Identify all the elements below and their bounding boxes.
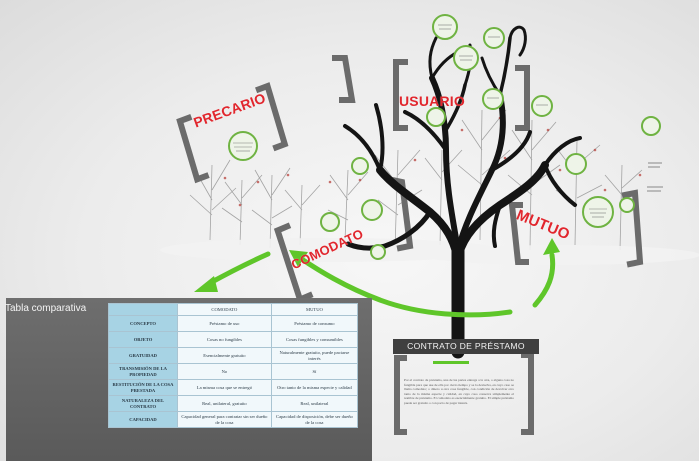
table-cell: Esencialmente gratuito <box>177 347 272 364</box>
contrato-body: Por el contrato de préstamo, una de las … <box>404 378 514 405</box>
black-tree <box>343 25 582 359</box>
table-cell: Otro tanto de la misma especie y calidad <box>270 379 359 396</box>
contrato-subtitle-bar <box>433 361 469 364</box>
contrato-title[interactable]: CONTRATO DE PRÉSTAMO <box>393 339 539 354</box>
table-cell: Cosas no fungibles <box>177 331 272 348</box>
table-cell: Real, unilateral, gratuito <box>177 395 272 412</box>
snow-ground <box>160 238 699 265</box>
table-row-label: GRATUIDAD <box>108 347 178 364</box>
label-usuario[interactable]: USUARIO <box>399 93 465 109</box>
circle-scribbles <box>233 24 607 218</box>
table-row-label: OBJETO <box>108 331 178 348</box>
frame-brackets <box>176 55 644 435</box>
table-cell: Sí <box>270 363 359 380</box>
table-row-label: TRANSMISIÓN DE LA PROPIEDAD <box>108 363 178 380</box>
table-cell: La misma cosa que se entregó <box>177 379 272 396</box>
topic-circles <box>228 14 661 260</box>
table-cell: No <box>177 363 272 380</box>
comparison-title: Tabla comparativa <box>5 303 87 314</box>
table-row-label: NATURALEZA DEL CONTRATO <box>108 395 178 412</box>
table-cell: Naturalmente gratuito, puede pactarse in… <box>270 347 359 364</box>
table-row-label: CAPACIDAD <box>108 411 178 428</box>
table-cell: Capacidad de disposición, debe ser dueño… <box>270 411 359 428</box>
table-row-label: RESTITUCIÓN DE LA COSA PRESTADA <box>108 379 178 396</box>
table-header-cell: COMODATO <box>177 303 272 316</box>
table-corner-cell <box>108 303 178 316</box>
table-row-label: CONCEPTO <box>108 315 178 332</box>
red-berries <box>223 116 642 207</box>
table-cell: Cosas fungibles y consumibles <box>270 331 359 348</box>
table-cell: Capacidad general para contratar sin ser… <box>177 411 272 428</box>
table-cell: Real, unilateral <box>270 395 359 412</box>
table-header-cell: MUTUO <box>270 303 359 316</box>
table-cell: Préstamo de uso <box>177 315 272 332</box>
green-arrows <box>207 251 556 318</box>
table-cell: Préstamo de consumo <box>270 315 359 332</box>
scene-text-blocks <box>647 162 663 192</box>
arrowheads <box>194 238 560 292</box>
